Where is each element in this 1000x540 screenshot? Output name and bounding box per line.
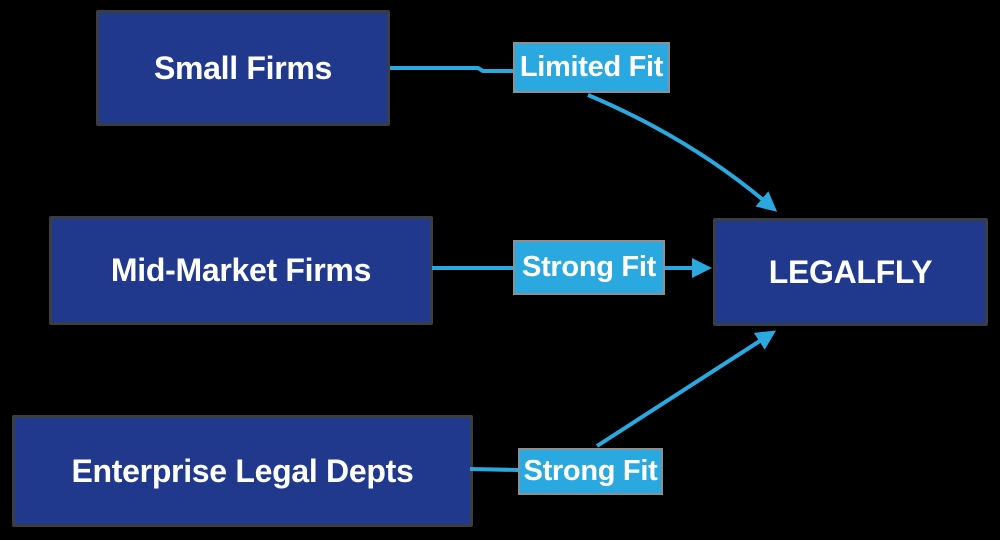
node-small-firms: Small Firms — [96, 10, 390, 126]
edge-label-strong-fit-mid: Strong Fit — [513, 240, 665, 295]
node-mid-market-firms: Mid-Market Firms — [49, 216, 433, 325]
edge-label-strong-fit-enterprise: Strong Fit — [518, 448, 663, 495]
node-mid-market-firms-label: Mid-Market Firms — [110, 252, 372, 288]
edge-arrow-strongfit-to-legalfly — [595, 330, 777, 448]
node-legalfly: LEGALFLY — [713, 218, 988, 326]
node-enterprise-legal-depts-label: Enterprise Legal Depts — [71, 452, 414, 489]
edge-arrow-limitedfit-to-legalfly — [587, 93, 778, 212]
edge-line-smallfirms-to-limitedfit — [390, 66, 513, 73]
node-legalfly-label: LEGALFLY — [768, 253, 933, 290]
node-enterprise-legal-depts: Enterprise Legal Depts — [12, 415, 473, 527]
edge-line-enterprise-to-strongfit — [469, 467, 519, 472]
node-small-firms-label: Small Firms — [153, 49, 333, 86]
edge-label-limited-fit: Limited Fit — [513, 42, 670, 93]
